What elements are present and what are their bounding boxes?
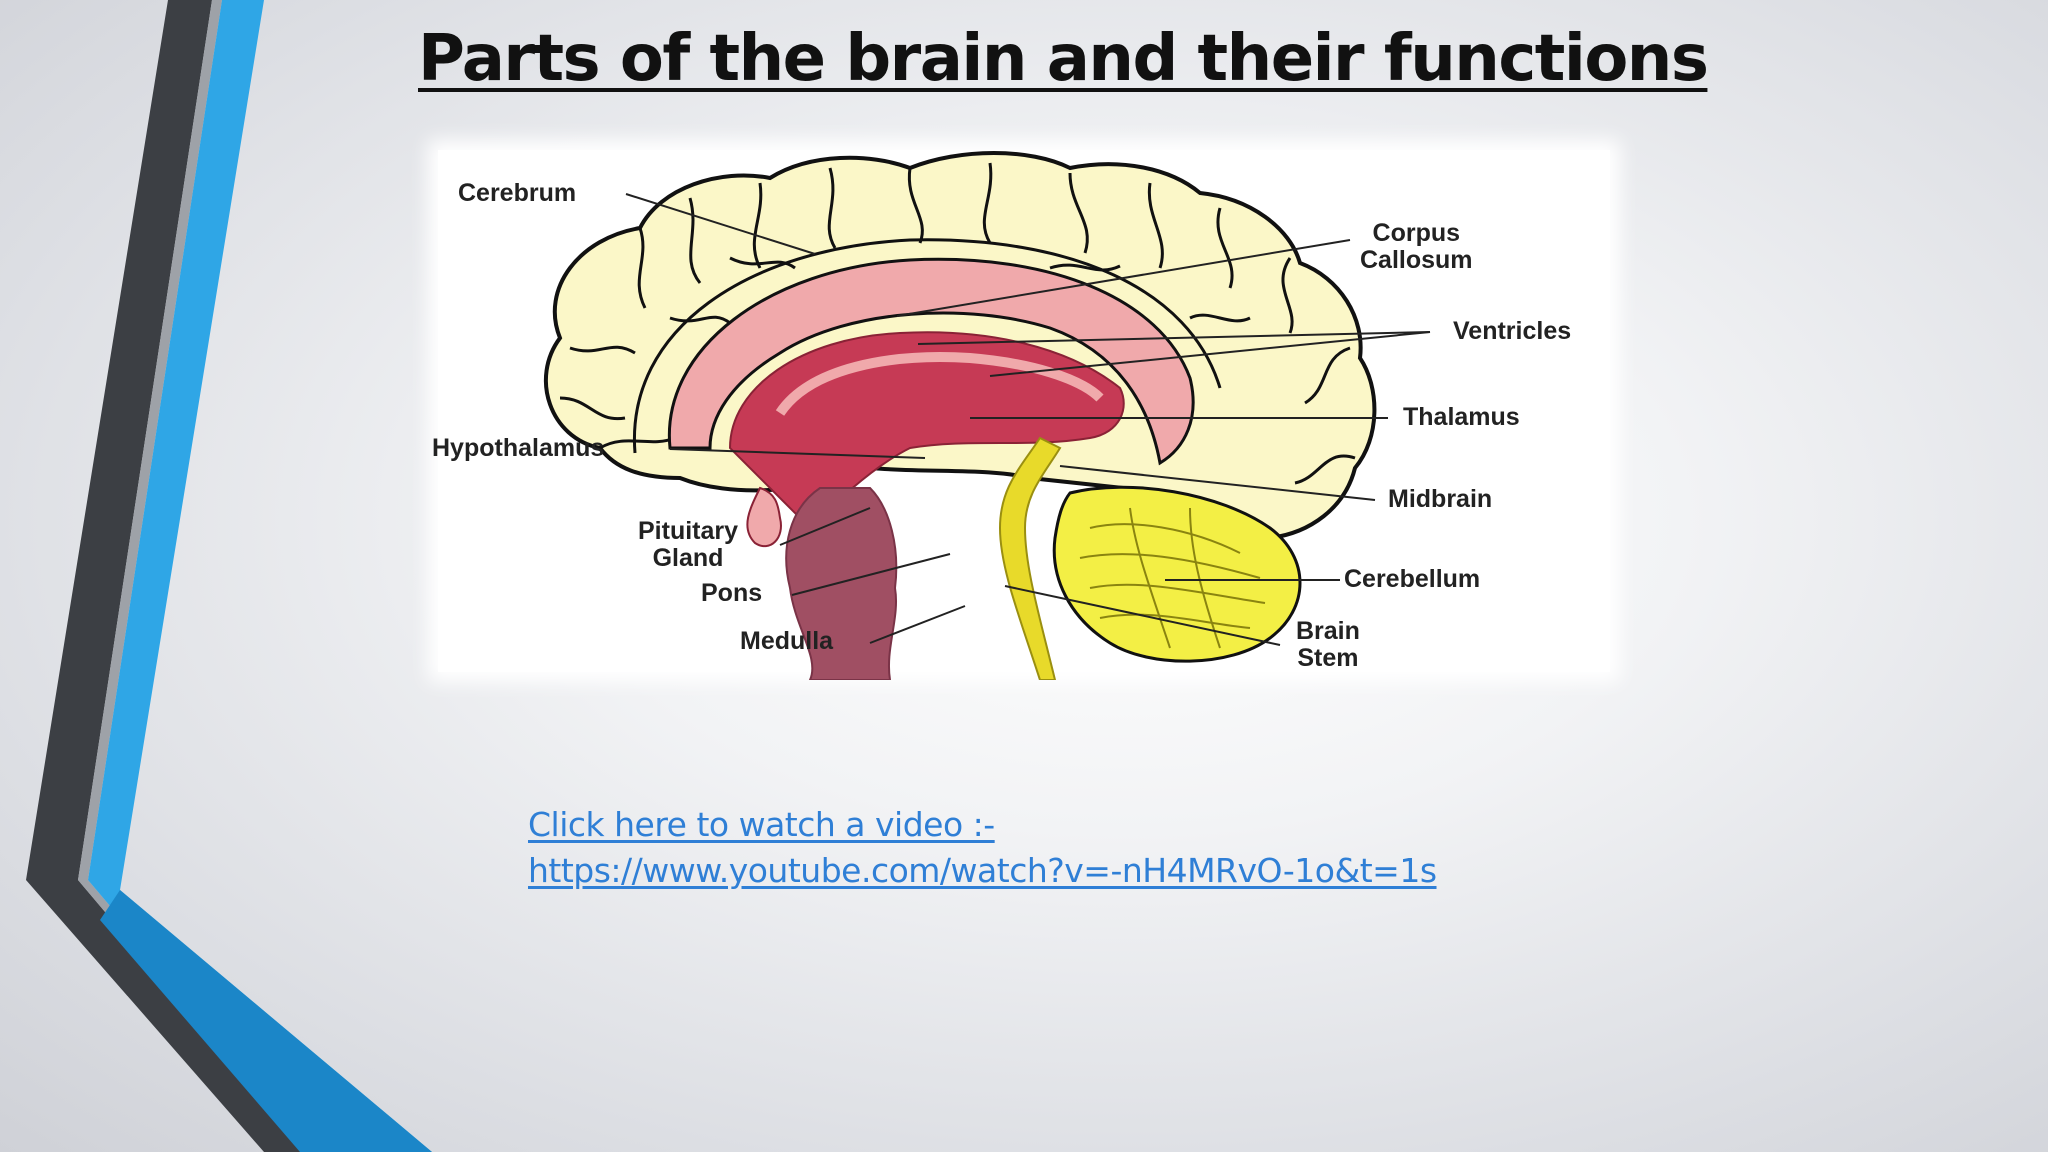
label-hypothalamus: Hypothalamus (432, 434, 605, 462)
label-pituitary-gland: Pituitary Gland (638, 518, 738, 572)
cerebellum-folds (1079, 507, 1266, 649)
label-thalamus: Thalamus (1403, 403, 1520, 431)
brainstem-shape (785, 487, 898, 680)
dark-side-bar (26, 0, 308, 1152)
leader-lines (625, 193, 1431, 646)
cerebrum-folds (559, 162, 1356, 485)
video-link[interactable]: Click here to watch a video :- https://w… (528, 802, 1437, 894)
label-brain-stem-line1: Brain (1296, 617, 1360, 645)
blue-side-bar (88, 0, 432, 1152)
label-corpus-callosum-line2: Callosum (1360, 246, 1473, 274)
brain-illustration (543, 151, 1431, 680)
label-ventricles: Ventricles (1453, 317, 1572, 345)
video-link-url[interactable]: https://www.youtube.com/watch?v=-nH4MRvO… (528, 851, 1437, 890)
aqueduct-shape (998, 436, 1062, 680)
label-corpus-callosum-line1: Corpus (1372, 219, 1461, 247)
label-corpus-callosum: Corpus Callosum (1360, 220, 1473, 274)
brain-diagram: Cerebrum Corpus Callosum Ventricles Thal… (430, 148, 1615, 680)
corpus-callosum-shape (667, 257, 1195, 466)
label-brain-stem: Brain Stem (1296, 618, 1360, 672)
grey-side-bar (78, 0, 318, 1152)
bottom-blue-wedge (100, 890, 432, 1152)
label-pons: Pons (701, 579, 763, 607)
label-midbrain: Midbrain (1388, 485, 1493, 513)
label-pituitary-line1: Pituitary (638, 517, 739, 545)
label-cerebellum: Cerebellum (1344, 565, 1481, 593)
label-medulla: Medulla (740, 627, 834, 655)
pituitary-shape (746, 486, 782, 548)
label-brain-stem-line2: Stem (1297, 644, 1359, 672)
video-link-text[interactable]: Click here to watch a video :- (528, 805, 995, 844)
label-pituitary-line2: Gland (652, 544, 724, 572)
label-cerebrum: Cerebrum (458, 179, 577, 207)
slide-title: Parts of the brain and their functions (418, 22, 1709, 96)
cerebellum-shape (1052, 485, 1302, 663)
